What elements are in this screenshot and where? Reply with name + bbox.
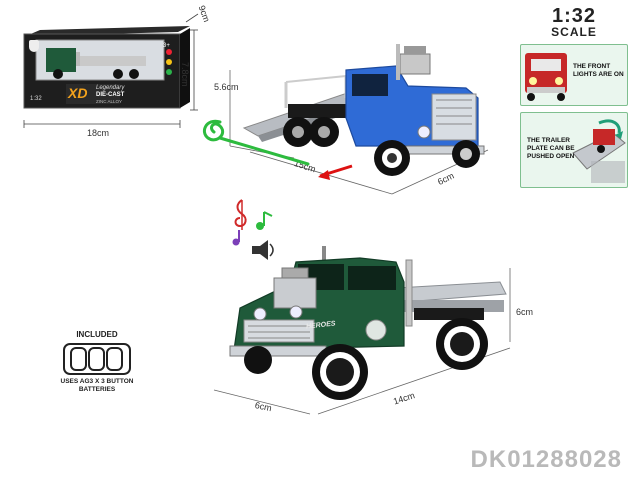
package-box: XD Legendary DIE-CAST ZINC ALLOY 1:32 3+ [18, 26, 190, 118]
trailer-plate-icon [572, 119, 626, 183]
box-emblem-icon [29, 40, 39, 52]
battery-note: USES AG3 X 3 BUTTON BATTERIES [60, 378, 134, 393]
blue-truck-height-label: 5.6cm [214, 82, 239, 92]
box-height-label: 7.8cm [180, 62, 190, 87]
scale-ratio: 1:32 [551, 5, 597, 27]
box-scale-text: 1:32 [30, 96, 42, 102]
battery-info: INCLUDED USES AG3 X 3 BUTTON BATTERIES [58, 330, 136, 400]
callout-trailer-plate: THE TRAILER PLATE CAN BE PUSHED OPEN [520, 112, 628, 188]
box-width-label: 18cm [87, 128, 110, 138]
battery-title: INCLUDED [76, 330, 118, 339]
box-dimension-lines [23, 13, 199, 128]
callout-trailer-plate-text: THE TRAILER PLATE CAN BE PUSHED OPEN [527, 137, 575, 160]
green-truck-illustration [213, 246, 511, 415]
box-brand-line3: ZINC ALLOY [96, 99, 123, 104]
callout-front-lights-text: THE FRONT LIGHTS ARE ON [573, 63, 624, 78]
box-logo: XD [68, 85, 88, 101]
callout-front-lights: THE FRONT LIGHTS ARE ON [520, 44, 628, 106]
product-code: DK01288028 [470, 446, 622, 473]
scale-title: 1:32 SCALE [524, 6, 624, 39]
blue-truck-illustration [229, 44, 489, 195]
sound-effects-icons [232, 199, 274, 260]
pullback-swirl-icon [203, 119, 310, 166]
box-brand-line2: DIE-CAST [96, 92, 125, 98]
battery-pack-icon [63, 343, 131, 375]
scale-word: SCALE [551, 25, 597, 39]
box-age-badge: 3+ [163, 43, 170, 49]
box-brand-line1: Legendary [96, 85, 125, 91]
green-truck-height-label: 6cm [516, 307, 534, 317]
red-truck-lights-icon [525, 53, 567, 101]
